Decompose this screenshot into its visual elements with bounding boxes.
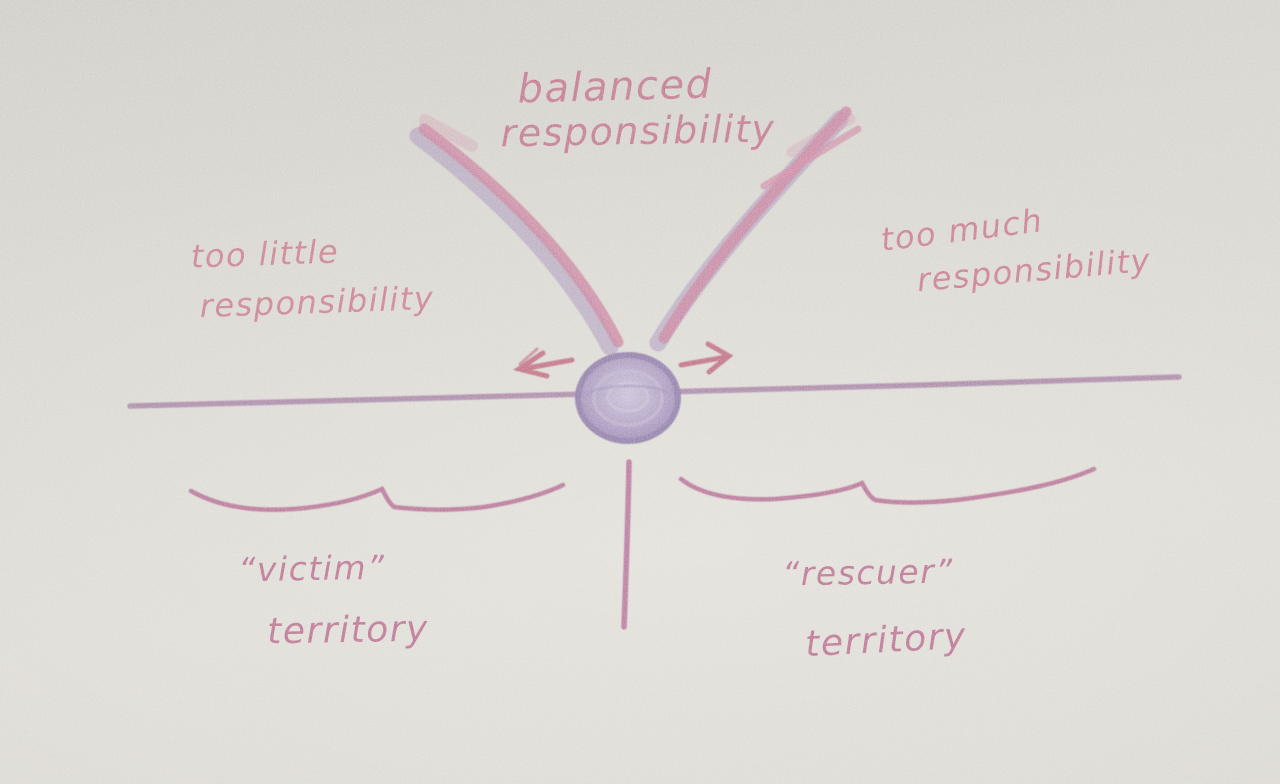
paper-sheet: balanced responsibility too little respo… [0,0,1280,784]
paper-texture [0,0,1280,784]
